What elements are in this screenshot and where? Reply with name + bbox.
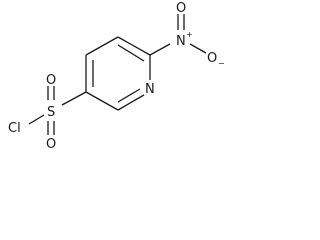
pyridine-ring	[85, 36, 151, 111]
bond-c2-c3-inner	[117, 44, 145, 62]
bond-c5-s	[61, 91, 87, 106]
nitro-group	[149, 14, 207, 56]
nitro-oxygen-charge: −	[218, 59, 225, 68]
bond-nnitro-oright	[189, 43, 207, 54]
bond-c5-c6	[85, 91, 119, 111]
nitro-nitrogen-charge: +	[186, 30, 193, 39]
nitro-nitrogen-label: N	[176, 34, 186, 49]
sulfonyl-chloride-group	[28, 86, 87, 135]
ring-nitrogen-label: N	[145, 82, 155, 97]
bond-c6-n1	[117, 94, 145, 111]
bond-c3-c4	[85, 36, 119, 56]
nitro-oxygen-right-label: O	[207, 51, 217, 66]
bond-c2-nnitro	[149, 43, 171, 56]
bond-c6-n1-inner	[117, 88, 141, 103]
molecule-drawing: N + O O − N S Cl O O	[8, 1, 225, 152]
structure-diagram: N + O O − N S Cl O O	[8, 1, 225, 152]
sulfonyl-oxygen-bottom-label: O	[46, 137, 56, 152]
nitro-oxygen-top-label: O	[176, 1, 186, 16]
chlorine-label: Cl	[8, 121, 21, 136]
sulfonyl-oxygen-top-label: O	[46, 73, 56, 88]
sulfur-label: S	[47, 105, 55, 120]
bond-c2-c3	[117, 36, 151, 56]
bond-s-cl	[28, 114, 45, 125]
